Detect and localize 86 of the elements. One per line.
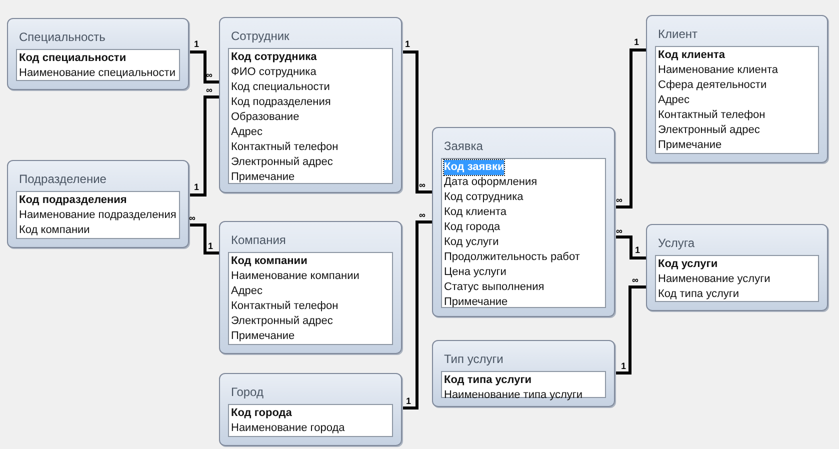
field-name: Примечание [658, 138, 722, 153]
field-name: Наименование компании [231, 269, 360, 284]
table-title: Клиент [658, 27, 698, 41]
primary-key-field: Код услуги [658, 257, 718, 272]
cardinality-mark: ∞ [419, 211, 426, 220]
field-name: Код города [444, 220, 500, 235]
field-name: Наименование подразделения [19, 208, 176, 223]
field-name: Код типа услуги [658, 287, 740, 302]
field-name: Наименование услуги [658, 272, 770, 287]
table-box [432, 340, 615, 407]
table-title: Город [231, 385, 264, 399]
cardinality-mark: 1 [194, 183, 200, 192]
field-name: Адрес [231, 284, 262, 299]
table-title: Услуга [658, 236, 695, 250]
field-name: Образование [231, 110, 300, 125]
cardinality-mark: 1 [405, 40, 410, 49]
field-name: Примечание [231, 329, 295, 344]
cardinality-mark: 1 [406, 397, 412, 406]
field-name: Электронный адрес [658, 123, 760, 138]
field-name: Адрес [658, 93, 690, 108]
relationship-line [402, 50, 432, 194]
table-box [7, 160, 189, 248]
relationship-line [615, 48, 646, 208]
primary-key-field: Код заявки [444, 160, 504, 175]
table-box [7, 18, 189, 90]
field-name: Контактный телефон [658, 108, 766, 123]
table-title: Специальность [19, 30, 106, 44]
relationship-line [189, 96, 219, 196]
table-box [646, 15, 828, 163]
field-name: Код компании [19, 223, 90, 238]
relationship-line [402, 220, 432, 410]
table-title: Компания [231, 233, 286, 247]
field-name: Контактный телефон [231, 140, 338, 155]
table-box [646, 224, 828, 311]
table-title: Тип услуги [444, 352, 504, 366]
cardinality-mark: ∞ [616, 196, 622, 205]
table-title: Заявка [444, 139, 483, 153]
field-name: Электронный адрес [231, 155, 333, 170]
field-name: Наименование специальности [19, 66, 176, 81]
primary-key-field: Код подразделения [19, 193, 127, 208]
field-name: Электронный адрес [231, 314, 333, 329]
field-name: Примечание [231, 170, 295, 185]
field-name: Сфера деятельности [658, 78, 767, 93]
field-name: ФИО сотрудника [231, 65, 316, 80]
cardinality-mark: ∞ [419, 181, 426, 190]
field-name: Продолжительность работ [444, 250, 580, 265]
cardinality-mark: 1 [194, 40, 200, 49]
cardinality-mark: ∞ [632, 276, 638, 285]
field-name: Код подразделения [231, 95, 331, 110]
field-name: Статус выполнения [444, 280, 544, 295]
primary-key-field: Код сотрудника [231, 50, 317, 65]
cardinality-mark: ∞ [189, 214, 196, 223]
table-title: Подразделение [19, 172, 106, 186]
table-box [219, 17, 402, 193]
cardinality-mark: ∞ [206, 86, 212, 95]
cardinality-mark: 1 [621, 362, 626, 371]
primary-key-field: Код специальности [19, 51, 126, 66]
relationship-line [615, 286, 646, 374]
cardinality-mark: ∞ [616, 227, 622, 236]
field-name: Контактный телефон [231, 299, 338, 314]
field-name: Наименование клиента [658, 63, 778, 78]
field-name: Код услуги [444, 235, 499, 250]
relationship-line [615, 236, 646, 260]
cardinality-mark: 1 [635, 246, 640, 255]
table-box [219, 373, 402, 446]
relationship-line [189, 50, 219, 84]
field-name: Наименование типа услуги [444, 388, 583, 403]
field-name: Код клиента [444, 205, 506, 220]
field-name: Код сотрудника [444, 190, 524, 205]
table-title: Сотрудник [231, 29, 290, 43]
field-name: Дата оформления [444, 175, 538, 190]
field-name: Адрес [231, 125, 262, 140]
cardinality-mark: ∞ [206, 71, 212, 80]
field-name: Примечание [444, 295, 508, 310]
field-name: Код специальности [231, 80, 330, 95]
primary-key-field: Код клиента [658, 48, 725, 63]
field-name: Цена услуги [444, 265, 506, 280]
primary-key-field: Код компании [231, 254, 308, 269]
field-name: Наименование города [231, 421, 345, 436]
cardinality-mark: 1 [208, 242, 214, 251]
table-box [432, 127, 615, 317]
primary-key-field: Код города [231, 406, 292, 421]
relationship-line [189, 224, 219, 254]
table-box [219, 221, 402, 354]
primary-key-field: Код типа услуги [444, 373, 532, 388]
cardinality-mark: 1 [634, 38, 640, 47]
